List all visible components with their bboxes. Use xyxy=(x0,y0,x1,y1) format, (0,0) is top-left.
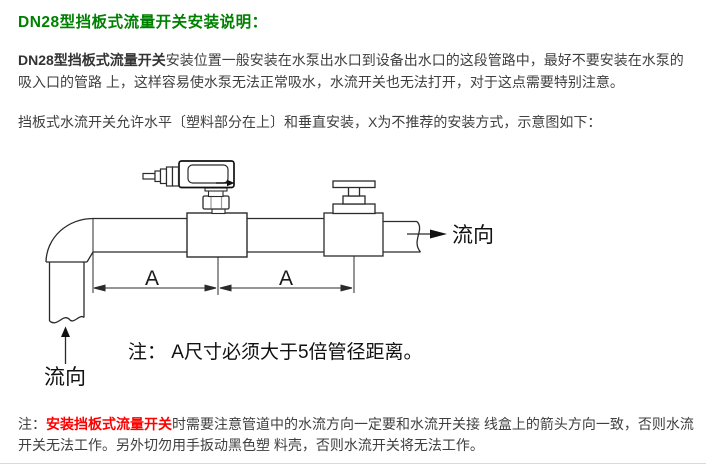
dim-label-a-left: A xyxy=(145,267,159,290)
flow-arrow-up-icon xyxy=(61,326,70,364)
main-pipe xyxy=(93,217,422,253)
footnote-highlight: 安装挡板式流量开关 xyxy=(46,416,172,432)
tee-fitting xyxy=(186,212,248,258)
diagram-note: 注： A尺寸必须大于5倍管径距离。 xyxy=(128,341,423,363)
dimension-lines xyxy=(92,218,355,295)
flow-switch-direction-arrow-icon xyxy=(216,179,235,187)
flow-label-bottom: 流向 xyxy=(44,366,86,389)
dim-label-a-right: A xyxy=(279,267,293,290)
intro-paragraph: DN28型挡板式流量开关安装位置一般安装在水泵出水口到设备出水口的这段管路中，最… xyxy=(18,50,694,93)
installation-diagram: A A xyxy=(0,150,706,408)
cable-gland xyxy=(142,166,180,187)
footnote-prefix: 注： xyxy=(18,416,46,432)
valve-handle xyxy=(332,180,376,189)
intro-lead-bold: DN28型挡板式流量开关 xyxy=(18,52,166,68)
flow-arrow-right-icon xyxy=(407,229,447,239)
valve xyxy=(323,180,384,257)
elbow-inlet-pipe xyxy=(45,217,94,324)
install-direction-line: 挡板式水流开关允许水平〔塑料部分在上〕和垂直安装，X为不推荐的安装方式，示意图如… xyxy=(18,114,602,130)
flow-label-right: 流向 xyxy=(452,224,494,247)
intro-body-text: 安装位置一般安装在水泵出水口到设备出水口的这段管路中，最好不要安装在水泵的吸入口… xyxy=(18,52,684,90)
footnote-paragraph: 注：安装挡板式流量开关时需要注意管道中的水流方向一定要和水流开关接 线盒上的箭头… xyxy=(18,414,694,456)
flow-switch xyxy=(142,160,235,215)
piping-drawing: A A xyxy=(44,160,494,389)
flow-switch-hex-nut xyxy=(202,195,230,210)
footnote-body: 时需要注意管道中的水流方向一定要和水流开关接 线盒上的箭头方向一致，否则水流开关… xyxy=(18,416,694,453)
page-title: DN28型挡板式流量开关安装说明： xyxy=(18,14,268,31)
valve-body xyxy=(323,212,384,257)
